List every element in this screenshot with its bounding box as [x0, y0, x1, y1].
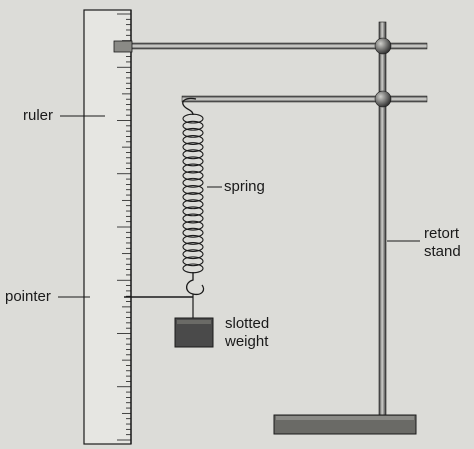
slotted-weight — [174, 317, 214, 348]
spring-coil — [182, 170, 204, 181]
retort-stand-label-line2: stand — [424, 243, 461, 260]
lower-clamp-arm — [181, 90, 428, 108]
spring-coil — [182, 242, 204, 252]
spring-coil — [182, 135, 204, 145]
retort-stand-rod — [378, 21, 387, 421]
spring-coil — [182, 213, 204, 224]
spring-coil — [182, 249, 204, 260]
slotted-weight-label-line2: weight — [225, 333, 269, 350]
spring-bottom-hook — [185, 272, 205, 296]
spring-coil — [182, 192, 204, 203]
spring-coil — [182, 163, 204, 174]
spring-coil — [182, 127, 204, 138]
spring — [182, 113, 204, 274]
spring-coil — [182, 149, 204, 160]
ruler-label: ruler — [23, 107, 54, 124]
retort-stand-base — [273, 414, 417, 435]
spring-label: spring — [224, 178, 265, 195]
spring-coil — [182, 234, 204, 245]
spring-coil — [182, 220, 204, 231]
spring-coil — [182, 142, 204, 153]
spring-top-hook — [182, 97, 197, 116]
spring-coil — [182, 156, 204, 167]
spring-coil — [182, 113, 204, 124]
retort-stand-label-line1: retort — [424, 225, 460, 242]
upper-clamp-arm — [113, 37, 428, 55]
ruler — [83, 9, 132, 445]
pointer-label: pointer — [5, 288, 51, 305]
slotted-weight-label-line1: slotted — [225, 315, 270, 332]
spring-coil — [182, 206, 204, 217]
spring-coil — [182, 184, 204, 195]
spring-coil — [182, 227, 204, 238]
spring-coil — [182, 256, 204, 267]
spring-coil — [182, 177, 204, 188]
spring-coil — [182, 199, 204, 210]
spring-coil — [182, 120, 204, 131]
